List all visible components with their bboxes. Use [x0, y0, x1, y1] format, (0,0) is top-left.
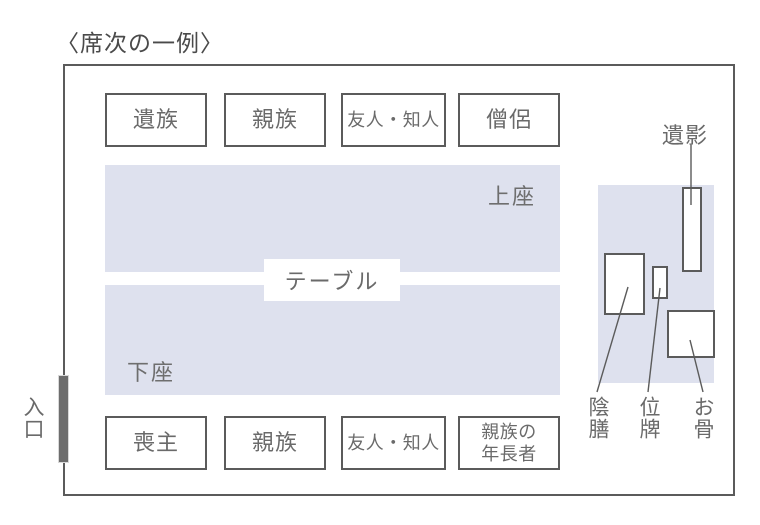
page-title: 〈席次の一例〉: [56, 30, 224, 56]
upper-seat-zone-label: 上座: [488, 184, 537, 209]
portrait-box[interactable]: [682, 187, 702, 272]
seat-box-bottom-2[interactable]: 親族: [224, 416, 326, 470]
table-center-label: テーブル: [264, 259, 400, 301]
seat-label: 親族: [251, 106, 298, 132]
table-area-upper: [105, 165, 560, 272]
seat-box-bottom-4[interactable]: 親族の 年長者: [458, 416, 560, 470]
seat-label-line-2: 年長者: [481, 444, 537, 464]
seat-label: 親族: [251, 429, 298, 455]
seat-box-top-3[interactable]: 友人・知人: [341, 93, 446, 147]
seat-label: 僧侶: [485, 106, 532, 132]
portrait-label: 遺影: [662, 123, 709, 148]
seat-label-line-1: 親族の: [481, 421, 537, 442]
seat-label: 遺族: [132, 106, 179, 132]
table-area-lower: [105, 285, 560, 395]
seat-label: 友人・知人: [347, 432, 440, 453]
altar-item-box-okotsu[interactable]: [667, 310, 715, 358]
entrance-door[interactable]: [58, 375, 69, 463]
seat-label: 喪主: [132, 429, 179, 455]
altar-item-label-ihai: 位牌: [637, 396, 660, 440]
seat-box-top-4[interactable]: 僧侶: [458, 93, 560, 147]
seat-label: 友人・知人: [347, 109, 440, 130]
lower-seat-zone-label: 下座: [127, 360, 176, 385]
altar-item-box-ihai[interactable]: [652, 266, 668, 299]
room-outline: [63, 64, 735, 496]
entrance-label: 入口: [21, 396, 44, 440]
altar-item-box-kagezen[interactable]: [604, 253, 645, 315]
seat-box-bottom-3[interactable]: 友人・知人: [341, 416, 446, 470]
altar-item-label-kagezen: 陰膳: [586, 396, 609, 440]
seat-box-top-1[interactable]: 遺族: [105, 93, 207, 147]
seat-box-bottom-1[interactable]: 喪主: [105, 416, 207, 470]
seat-box-top-2[interactable]: 親族: [224, 93, 326, 147]
altar-item-label-okotsu: お骨: [691, 396, 714, 440]
